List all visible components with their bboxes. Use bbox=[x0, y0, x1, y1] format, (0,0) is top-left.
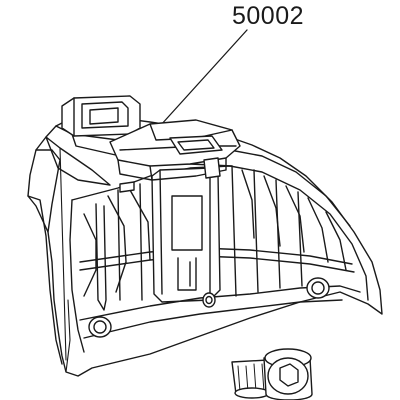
leader-line bbox=[159, 29, 248, 127]
bracket-body bbox=[27, 113, 383, 377]
hex-socket-screw bbox=[231, 348, 313, 400]
mounting-hole-center bbox=[202, 292, 216, 308]
mounting-hole-right bbox=[306, 277, 330, 299]
front-tabs bbox=[119, 157, 221, 193]
mounting-hole-left bbox=[88, 316, 112, 338]
latch-piece bbox=[109, 119, 241, 181]
top-clamp-block bbox=[61, 95, 141, 137]
part-number-callout: 50002 bbox=[232, 2, 305, 30]
